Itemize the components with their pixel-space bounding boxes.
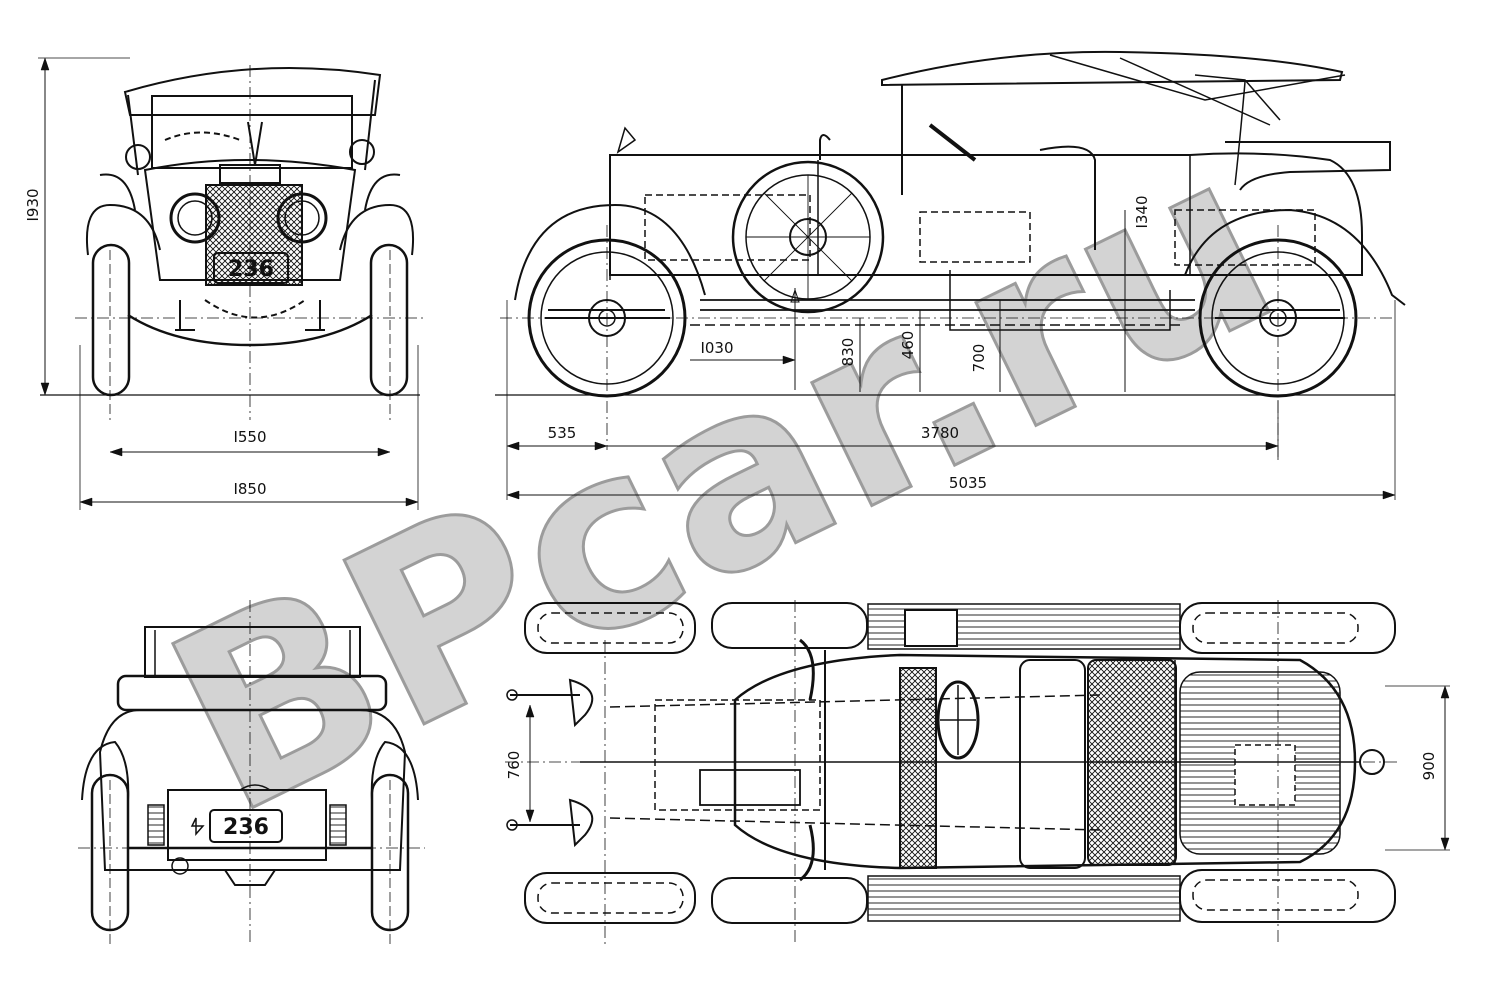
rear-plate-number: 236 — [223, 815, 269, 840]
dim-overall-length: 5035 — [949, 474, 987, 492]
top-view — [505, 600, 1450, 945]
front-tyre-right — [369, 243, 409, 397]
top-fender-front-left — [524, 602, 696, 654]
body-side — [609, 152, 1363, 276]
side-spare-wheel — [731, 160, 885, 314]
side-view — [495, 50, 1406, 500]
top-fender-front-right — [524, 872, 696, 924]
front-seat — [899, 667, 937, 869]
top-view-labels: 760 900 — [505, 751, 1438, 781]
dim-overall-width: I850 — [233, 480, 266, 498]
front-tyre-left — [91, 243, 131, 397]
rear-plate — [209, 809, 283, 843]
rear-trunk — [167, 789, 327, 861]
front-plate — [213, 252, 289, 284]
dim-1030: I030 — [700, 339, 733, 357]
running-board-right — [867, 875, 1181, 922]
dim-900: 900 — [1420, 752, 1438, 781]
headlamp-right — [276, 192, 328, 244]
dim-track: I550 — [233, 428, 266, 446]
dim-460: 460 — [899, 331, 917, 360]
front-view-labels: 236 I930 I550 I850 — [24, 188, 274, 498]
headlamp-left — [169, 192, 221, 244]
dim-700: 700 — [970, 344, 988, 373]
top-fender-rear-right — [1179, 869, 1396, 923]
rear-view-labels: 236 — [223, 815, 269, 840]
rear-view — [78, 600, 425, 948]
dim-wheelbase: 3780 — [921, 424, 959, 442]
dim-front-overhang: 535 — [548, 424, 577, 442]
soft-top — [881, 50, 1344, 87]
front-plate-number: 236 — [228, 257, 274, 282]
top-steering-wheel — [936, 680, 980, 760]
dim-830: 830 — [839, 338, 857, 367]
top-fender-rear-left — [1179, 602, 1396, 654]
dim-front-height: I930 — [24, 188, 42, 221]
side-view-labels: 535 3780 5035 I030 830 460 700 I340 — [548, 195, 1151, 492]
dim-1340: I340 — [1133, 195, 1151, 228]
dim-760: 760 — [505, 751, 523, 780]
front-view — [38, 57, 425, 510]
